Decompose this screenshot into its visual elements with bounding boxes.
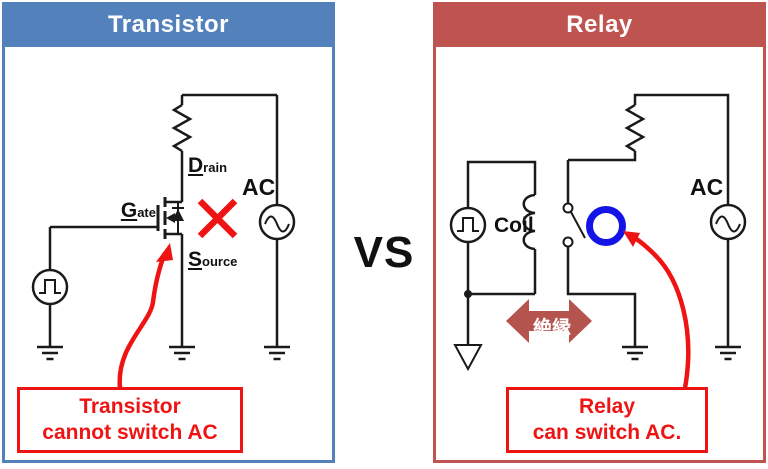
isolation-label: 絶縁 <box>532 318 571 339</box>
relay-callout-line2: can switch AC. <box>532 421 682 444</box>
resistor-icon <box>171 103 193 153</box>
ground-icon <box>169 345 195 361</box>
contact-highlight-circle <box>586 206 626 246</box>
transistor-callout-box: Transistor cannot switch AC <box>17 387 243 453</box>
ground-icon <box>622 345 648 361</box>
relay-callout-box: Relay can switch AC. <box>506 387 708 453</box>
coil-inductor-icon <box>522 193 536 251</box>
relay-title: Relay <box>566 10 633 38</box>
mosfet-icon <box>156 197 184 239</box>
ac-label-left: AC <box>242 174 276 200</box>
ground-icon <box>715 345 741 361</box>
relay-panel: Relay <box>433 2 766 463</box>
wires <box>48 93 279 347</box>
junction-dot <box>464 290 472 298</box>
resistor-icon <box>624 103 646 153</box>
ac-source-icon <box>258 203 296 241</box>
cross-icon <box>197 198 238 239</box>
transistor-callout-line1: Transistor <box>79 394 181 418</box>
ac-source-icon <box>709 203 747 241</box>
transistor-panel: Transistor <box>2 2 335 463</box>
ac-label-right: AC <box>690 174 724 200</box>
source-label: Source <box>188 248 238 271</box>
drain-label: Drain <box>188 154 228 177</box>
relay-callout-arrow-icon <box>623 231 691 389</box>
pulse-source-icon <box>449 206 487 244</box>
pulse-source-icon <box>31 268 69 306</box>
transistor-callout-line2: cannot switch AC <box>42 421 218 444</box>
relay-contact-icon <box>562 202 586 248</box>
transistor-callout-arrow-icon <box>117 243 173 389</box>
transistor-circuit <box>31 93 296 389</box>
ground-icon <box>264 345 290 361</box>
coil-label: Coil <box>494 214 534 237</box>
ground-icon <box>37 345 63 361</box>
transistor-title: Transistor <box>107 10 230 38</box>
transistor-panel-header: Transistor <box>2 2 335 47</box>
relay-callout-line1: Relay <box>578 394 636 418</box>
gate-label: Gate <box>120 199 156 222</box>
relay-panel-header: Relay <box>433 2 766 47</box>
isolation-arrow-icon <box>506 299 592 343</box>
vs-label: VS <box>353 228 415 277</box>
triangle-ground-icon <box>453 344 483 372</box>
relay-circuit <box>449 93 747 389</box>
